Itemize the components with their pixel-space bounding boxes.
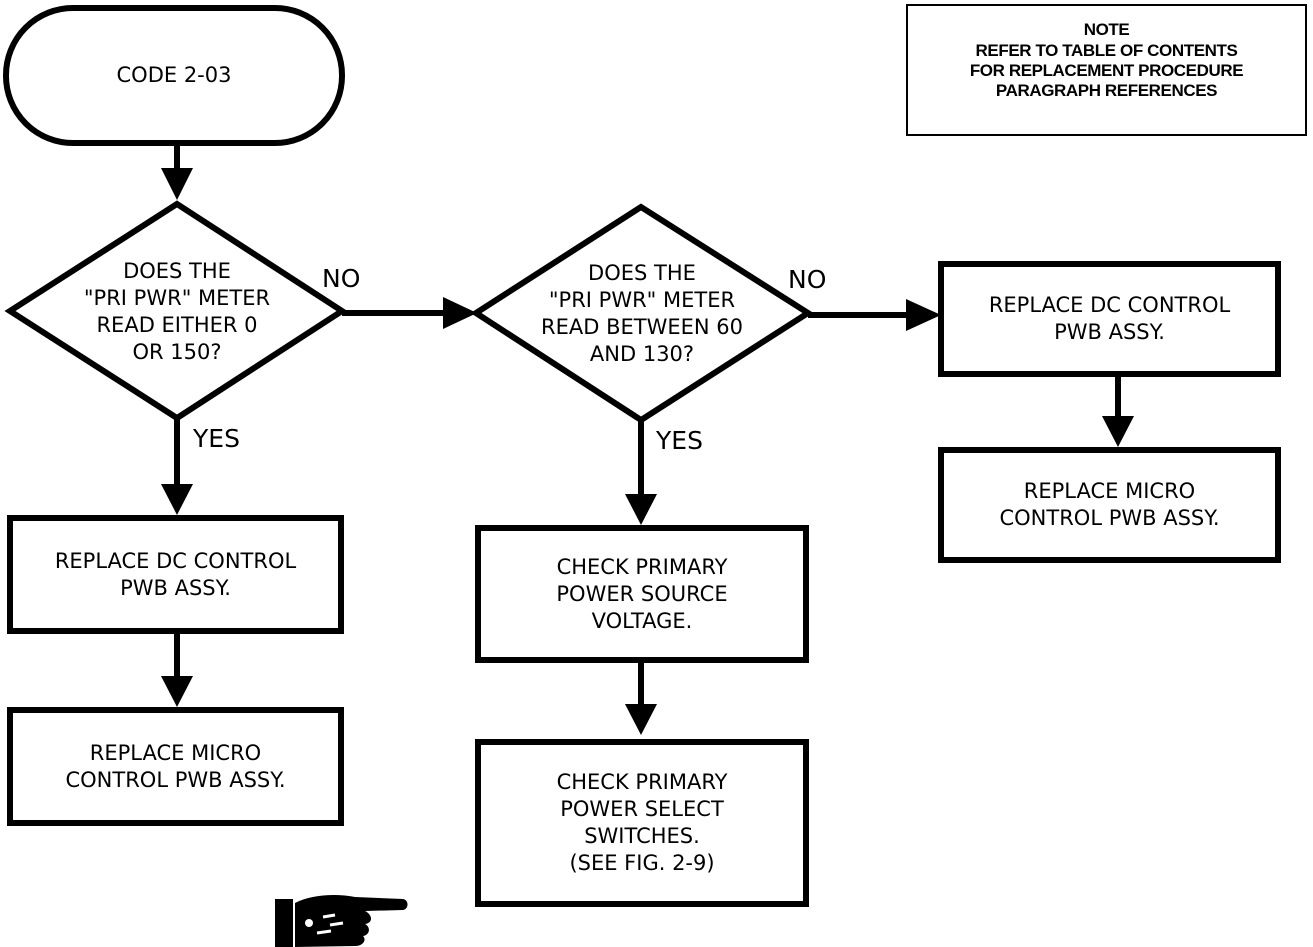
- decision1-label: DOES THE "PRI PWR" METER READ EITHER 0 O…: [83, 259, 271, 364]
- replace-dc-left-label: REPLACE DC CONTROL PWB ASSY.: [54, 548, 297, 600]
- d1-no-label: NO: [322, 264, 361, 293]
- decision2-label: DOES THE "PRI PWR" METER READ BETWEEN 60…: [541, 261, 743, 366]
- note-box: [906, 4, 1307, 136]
- arrowhead-d1-no: [443, 297, 477, 329]
- arrowhead-start-d1: [161, 168, 193, 200]
- d1-yes-label: YES: [193, 424, 240, 453]
- note-body: REFER TO TABLE OF CONTENTS FOR REPLACEME…: [969, 41, 1244, 100]
- replace-dc-right-label: REPLACE DC CONTROL PWB ASSY.: [988, 293, 1231, 344]
- check-voltage-label: CHECK PRIMARY POWER SOURCE VOLTAGE.: [556, 554, 728, 633]
- d2-no-label: NO: [788, 265, 827, 294]
- arrowhead-voltage-switches: [625, 704, 657, 735]
- check-switches-label: CHECK PRIMARY POWER SELECT SWITCHES. (SE…: [556, 770, 728, 875]
- d2-yes-label: YES: [656, 426, 703, 455]
- arrowhead-d2-yes: [625, 494, 657, 525]
- arrowhead-dc-micro-left: [161, 676, 193, 707]
- note-title: NOTE: [1083, 20, 1130, 39]
- arrowhead-d1-yes: [161, 484, 193, 515]
- check-switches-box: [475, 739, 809, 907]
- replace-micro-left-label: REPLACE MICRO CONTROL PWB ASSY.: [65, 740, 286, 792]
- start-label: CODE 2-03: [116, 63, 232, 87]
- arrowhead-d2-no: [906, 299, 941, 331]
- arrowhead-dc-micro-right: [1102, 416, 1134, 447]
- replace-micro-right-label: REPLACE MICRO CONTROL PWB ASSY.: [999, 479, 1220, 530]
- replace-micro-right-box: [938, 447, 1281, 563]
- check-voltage-box: [475, 525, 809, 663]
- pointing-hand-icon: [275, 895, 408, 947]
- replace-micro-left-box: [7, 707, 344, 826]
- replace-dc-right-box: [938, 261, 1281, 377]
